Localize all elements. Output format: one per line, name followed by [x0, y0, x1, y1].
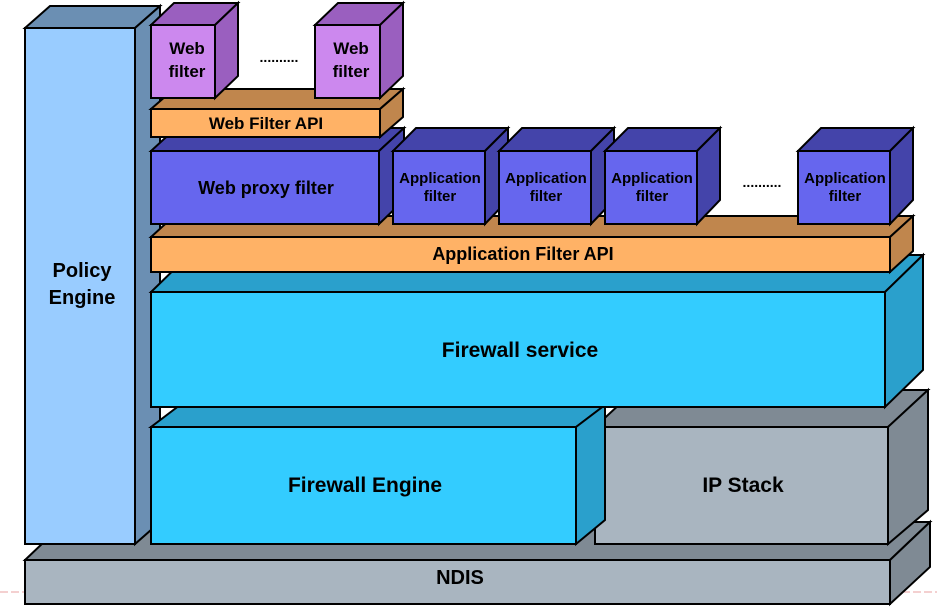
- web-proxy-filter: Web proxy filter: [148, 125, 407, 227]
- app-filter-2-front: [498, 150, 592, 225]
- ndis-front: [24, 559, 891, 605]
- web-filter-left-front: [150, 24, 216, 99]
- application-filter-3: Application filter: [602, 125, 723, 227]
- app-filter-last-line2: filter: [829, 188, 862, 205]
- web-filter-right-line2: filter: [333, 62, 370, 81]
- app-filter-3-front: [604, 150, 698, 225]
- firewall-service-label: Firewall service: [442, 339, 598, 362]
- web-api-front: [150, 108, 381, 138]
- policy-engine-front: [24, 27, 136, 545]
- ndis-label: NDIS: [436, 567, 484, 589]
- app-filter-last-line1: Application: [804, 170, 886, 187]
- firewall-service: Firewall service: [148, 252, 926, 410]
- app-filter-last-front: [797, 150, 891, 225]
- ip-stack: IP Stack: [592, 387, 931, 547]
- web-filter-api-label: Web Filter API: [209, 114, 323, 133]
- web-filter-left-line2: filter: [169, 62, 206, 81]
- firewall-engine-side: [575, 402, 606, 547]
- web-proxy-filter-label: Web proxy filter: [198, 178, 334, 198]
- policy-engine-line2: Engine: [49, 287, 116, 309]
- ip-stack-label: IP Stack: [702, 474, 784, 497]
- firewall-engine-front: [150, 426, 577, 545]
- firewall-service-front: [150, 291, 886, 408]
- web-filter-right-front: [314, 24, 381, 99]
- app-filter-2-line1: Application: [505, 170, 587, 187]
- application-filter-2: Application filter: [496, 125, 617, 227]
- application-filter-last: Application filter: [795, 125, 916, 227]
- policy-engine: Policy Engine: [22, 3, 163, 547]
- web-proxy-front: [150, 150, 380, 225]
- web-filter-right-line1: Web: [333, 39, 369, 58]
- policy-engine-line1: Policy: [53, 260, 113, 282]
- web-filter-left: Web filter: [148, 0, 241, 101]
- app-filter-2-line2: filter: [530, 188, 563, 205]
- app-filter-ellipsis: ..........: [743, 174, 782, 190]
- ip-stack-front: [594, 426, 889, 545]
- application-filter-1: Application filter: [390, 125, 511, 227]
- app-filter-1-line1: Application: [399, 170, 481, 187]
- web-filter-right: Web filter: [312, 0, 406, 101]
- app-filter-3-line2: filter: [636, 188, 669, 205]
- app-filter-3-line1: Application: [611, 170, 693, 187]
- application-filter-api-label: Application Filter API: [432, 244, 613, 264]
- web-filter-ellipsis: ..........: [260, 49, 299, 65]
- firewall-engine: Firewall Engine: [148, 402, 608, 547]
- app-api-front: [150, 236, 891, 273]
- firewall-engine-top: [148, 404, 608, 428]
- app-filter-1-front: [392, 150, 486, 225]
- web-filter-left-line1: Web: [169, 39, 205, 58]
- app-filter-1-line2: filter: [424, 188, 457, 205]
- firewall-engine-label: Firewall Engine: [288, 474, 442, 497]
